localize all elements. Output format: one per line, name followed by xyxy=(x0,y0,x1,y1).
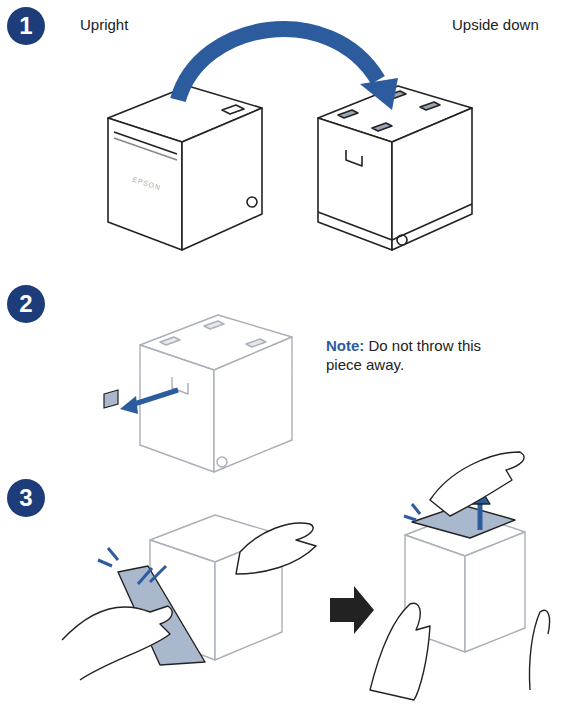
next-arrow xyxy=(330,586,374,634)
step-number: 3 xyxy=(6,478,46,518)
step-number: 2 xyxy=(6,284,46,324)
step-number-text: 2 xyxy=(6,284,46,324)
printer-upright xyxy=(108,86,262,250)
state-label: Upside down xyxy=(452,16,539,33)
flip-arrow xyxy=(178,29,398,110)
step-3-left xyxy=(62,515,316,680)
printer-upside-down xyxy=(318,86,472,250)
note: Note: Do not throw this piece away. xyxy=(326,336,486,374)
step-3-right xyxy=(370,452,550,700)
piece-removal xyxy=(104,390,178,414)
state-label: Upright xyxy=(80,16,128,33)
step-number-text: 1 xyxy=(6,6,46,46)
step-number: 1 xyxy=(6,6,46,46)
step-number-text: 3 xyxy=(6,478,46,518)
note-heading: Note: xyxy=(326,337,364,354)
